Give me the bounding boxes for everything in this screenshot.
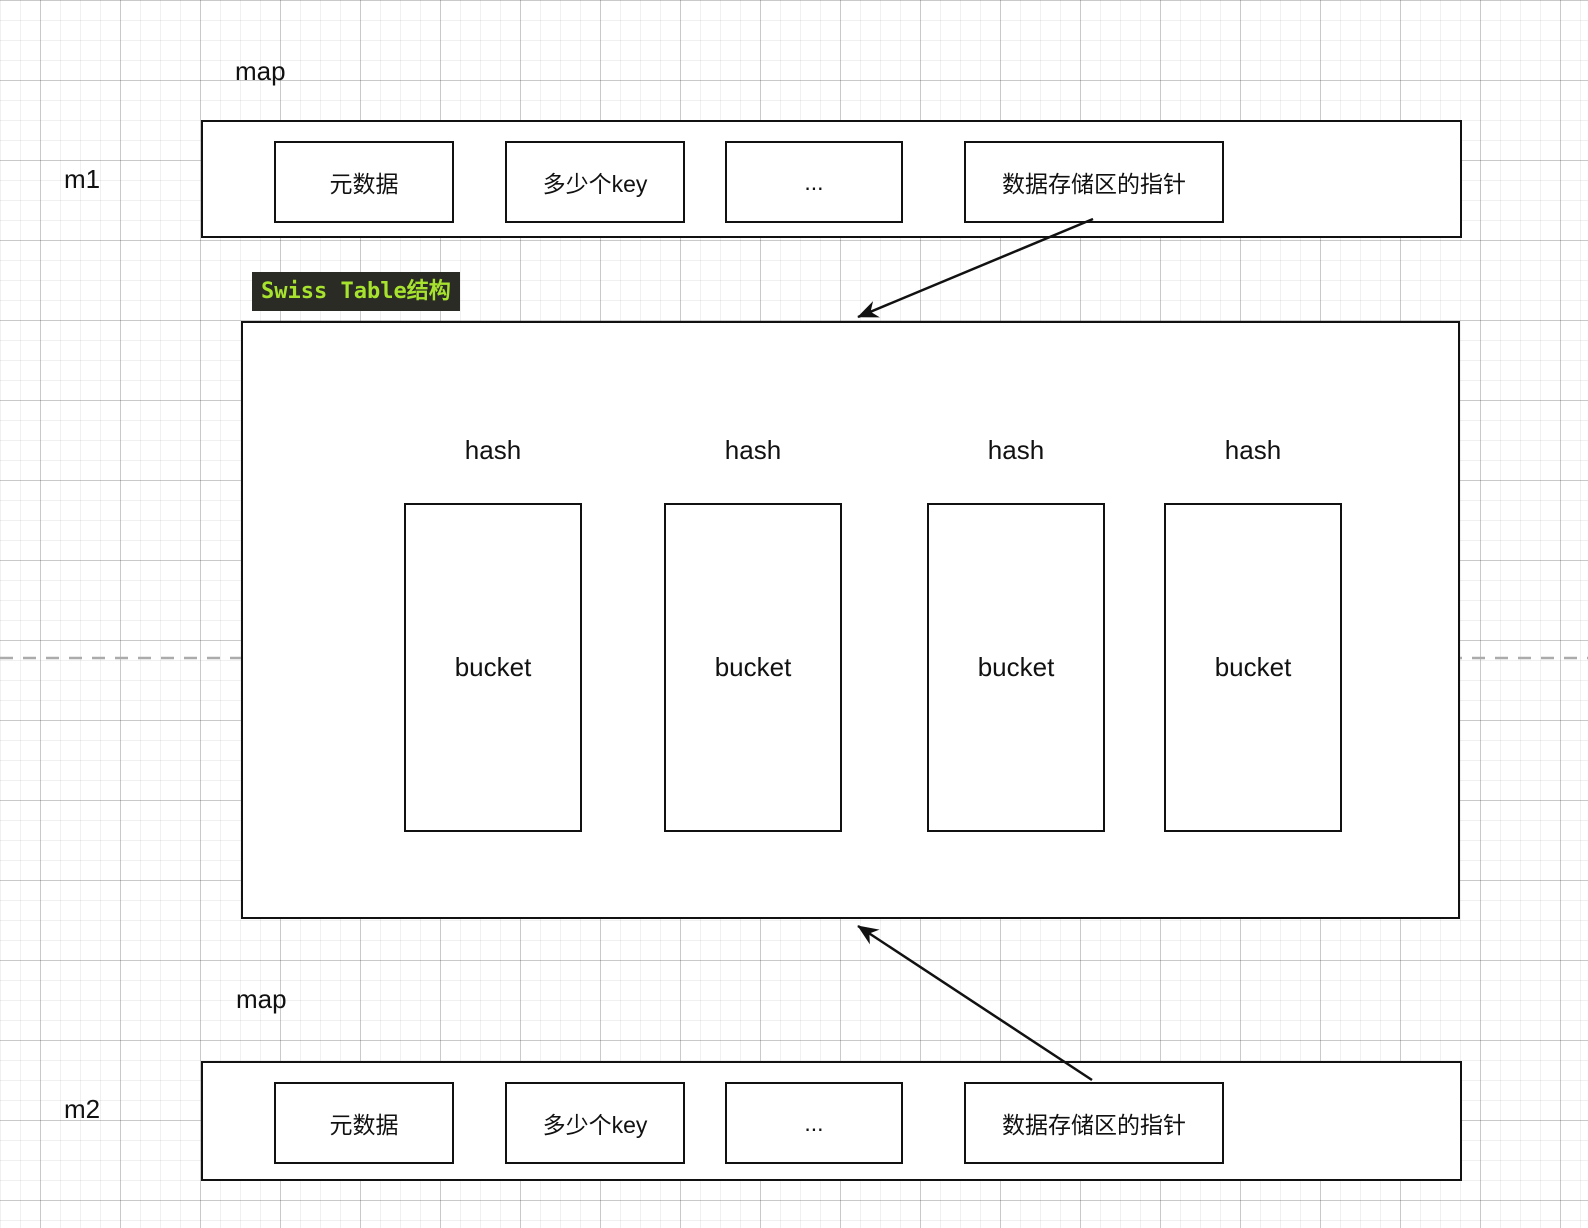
bucket-box-3[interactable]: bucket bbox=[927, 503, 1105, 832]
var-label-m2: m2 bbox=[64, 1094, 101, 1124]
m2-cell-ellipsis[interactable]: ... bbox=[725, 1082, 903, 1164]
m1-cell-data-pointer[interactable]: 数据存储区的指针 bbox=[964, 141, 1224, 223]
swiss-table-title[interactable]: Swiss Table结构 bbox=[252, 272, 460, 311]
hash-label-3: hash bbox=[987, 435, 1045, 465]
bucket-box-4[interactable]: bucket bbox=[1164, 503, 1342, 832]
m2-cell-key-count[interactable]: 多少个key bbox=[505, 1082, 685, 1164]
m1-cell-ellipsis[interactable]: ... bbox=[725, 141, 903, 223]
m2-cell-metadata[interactable]: 元数据 bbox=[274, 1082, 454, 1164]
map-label-m2: map bbox=[236, 984, 287, 1014]
hash-label-1: hash bbox=[464, 435, 522, 465]
m1-cell-key-count[interactable]: 多少个key bbox=[505, 141, 685, 223]
pointer-arrow-m2-to-swiss-table[interactable] bbox=[857, 924, 1093, 1082]
swiss-table-box[interactable]: hash hash hash hash bucket bucket bucket… bbox=[241, 321, 1460, 919]
hash-label-2: hash bbox=[724, 435, 782, 465]
m2-cell-data-pointer[interactable]: 数据存储区的指针 bbox=[964, 1082, 1224, 1164]
hash-label-4: hash bbox=[1224, 435, 1282, 465]
bucket-box-1[interactable]: bucket bbox=[404, 503, 582, 832]
map-label-m1: map bbox=[235, 56, 286, 86]
map-struct-m1[interactable]: 元数据 多少个key ... 数据存储区的指针 bbox=[201, 120, 1462, 238]
bucket-box-2[interactable]: bucket bbox=[664, 503, 842, 832]
map-struct-m2[interactable]: 元数据 多少个key ... 数据存储区的指针 bbox=[201, 1061, 1462, 1181]
m1-cell-metadata[interactable]: 元数据 bbox=[274, 141, 454, 223]
var-label-m1: m1 bbox=[64, 164, 101, 194]
